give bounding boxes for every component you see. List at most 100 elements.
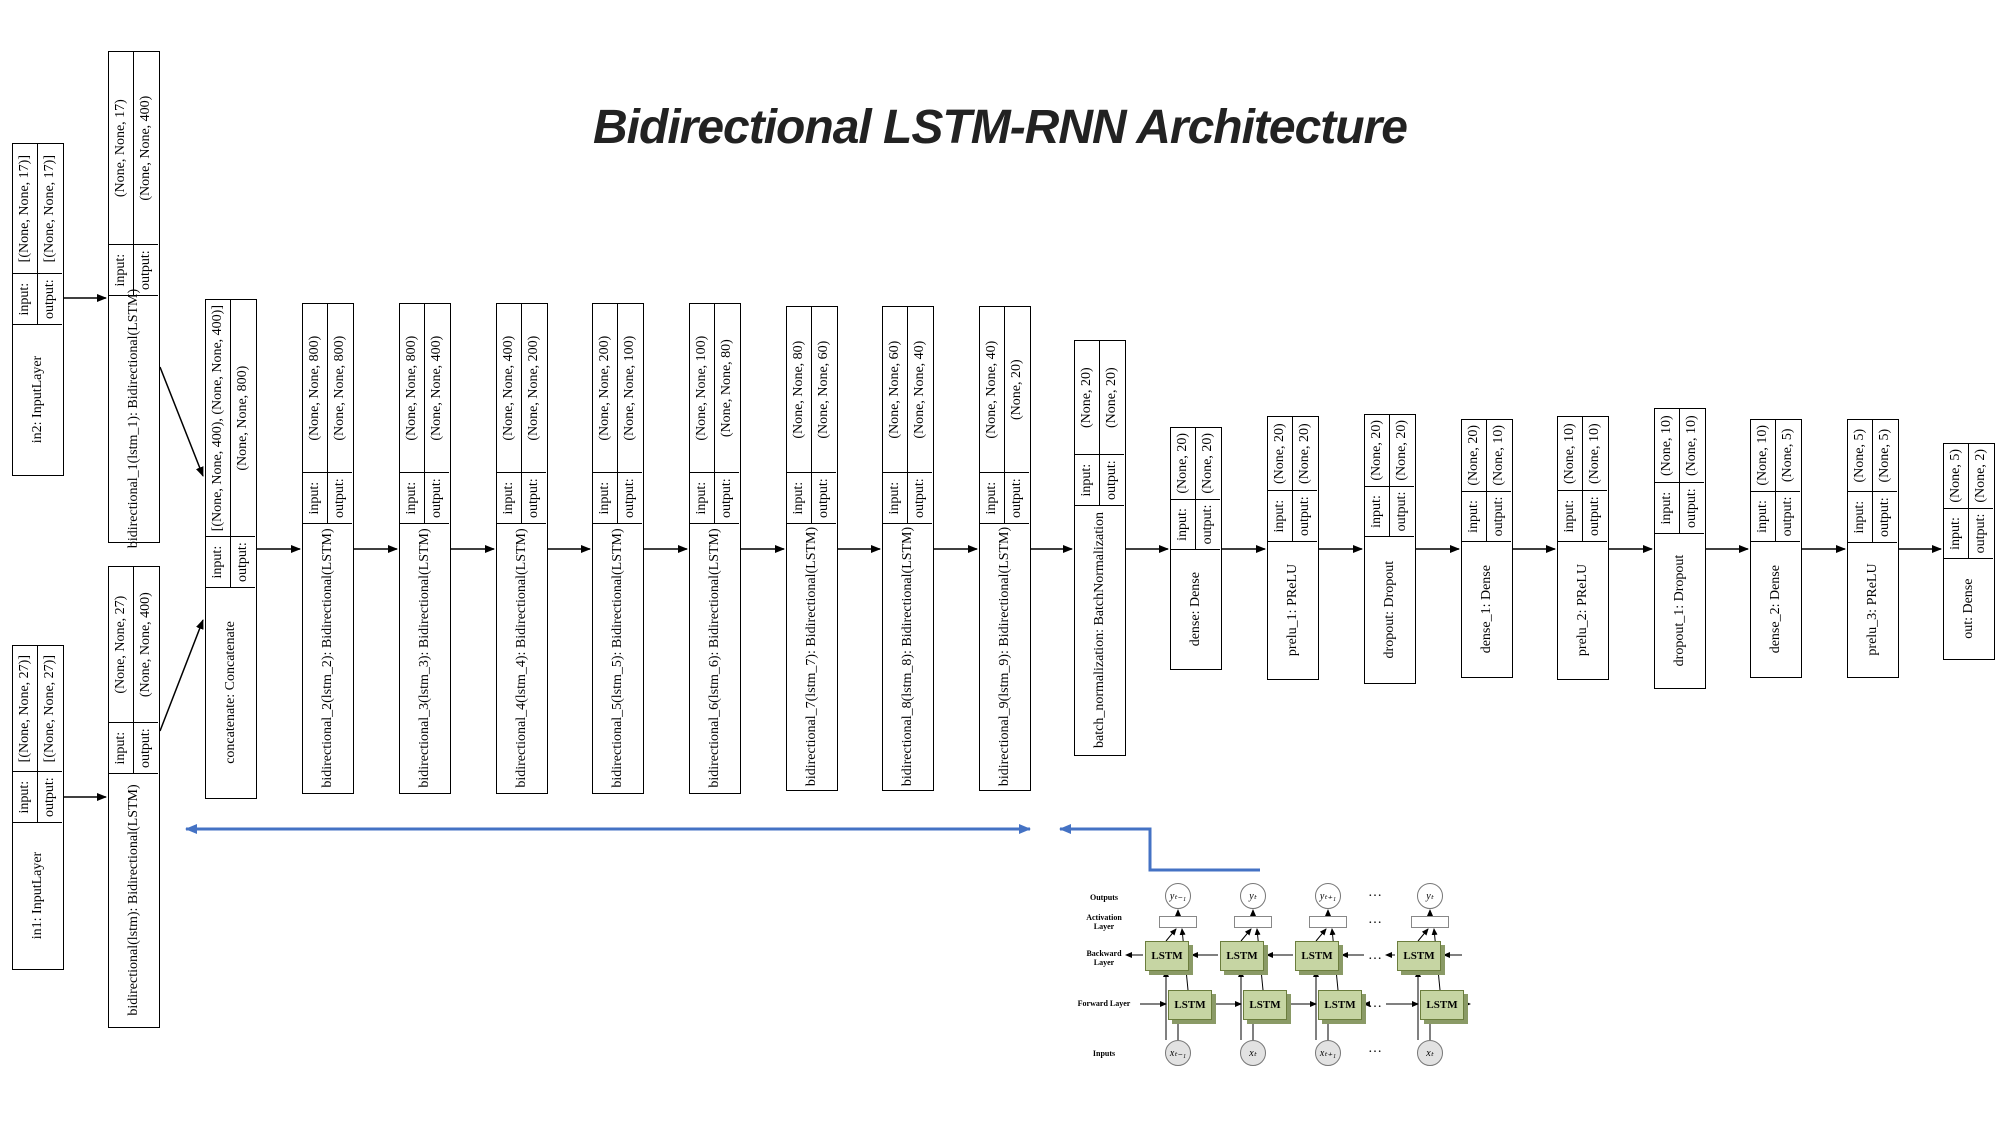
input-label: input: xyxy=(694,481,709,515)
layer-name: bidirectional_3(lstm_3): Bidirectional(L… xyxy=(416,528,432,788)
output-label: output: xyxy=(811,473,836,523)
input-shape: (None, 20) xyxy=(1079,367,1094,428)
row-label-inputs: Inputs xyxy=(1092,1049,1116,1058)
layer-name: prelu_2: PReLU xyxy=(1574,563,1590,657)
layer-node: bidirectional_3(lstm_3): Bidirectional(L… xyxy=(399,303,451,794)
ellipsis: … xyxy=(1368,885,1382,900)
output-shape: [(None, None, 27)] xyxy=(37,646,62,772)
layer-node: bidirectional_2(lstm_2): Bidirectional(L… xyxy=(302,303,354,794)
input-shape: (None, None, 100) xyxy=(694,335,709,441)
output-shape: (None, 5) xyxy=(1775,420,1800,491)
output-label: output: xyxy=(1195,499,1220,550)
input-shape: (None, 5) xyxy=(1852,428,1867,483)
output-label: output: xyxy=(37,772,62,822)
edge-arrow xyxy=(159,619,204,732)
output-label: output: xyxy=(424,473,449,523)
output-label: output: xyxy=(714,473,739,523)
input-shape: (None, 20) xyxy=(1272,423,1287,484)
input-label: input: xyxy=(404,481,419,515)
input-shape: (None, 20) xyxy=(1175,433,1190,494)
layer-name: dense_2: Dense xyxy=(1767,565,1783,654)
layer-node: batch_normalization: BatchNormalization i… xyxy=(1074,340,1126,756)
backward-to-activation xyxy=(1315,928,1327,942)
layer-name: in2: InputLayer xyxy=(29,355,45,444)
input-label: input: xyxy=(1562,499,1577,533)
layer-name: bidirectional_6(lstm_6): Bidirectional(L… xyxy=(706,528,722,788)
output-shape: (None, 20) xyxy=(1099,341,1124,455)
input-label: input: xyxy=(1079,463,1094,497)
layer-node: bidirectional_4(lstm_4): Bidirectional(L… xyxy=(496,303,548,794)
input-label: input: xyxy=(307,481,322,515)
output-shape: (None, None, 200) xyxy=(521,304,546,473)
backward-to-activation xyxy=(1165,928,1177,942)
layer-name: out: Dense xyxy=(1960,578,1976,639)
output-label: output: xyxy=(1099,455,1124,505)
output-shape: (None, 20) xyxy=(1389,415,1414,486)
output-shape: (None, 20) xyxy=(1004,307,1029,473)
input-label: input: xyxy=(210,545,225,579)
input-label: input: xyxy=(1948,517,1963,550)
layer-name: batch_normalization: BatchNormalization xyxy=(1091,512,1107,748)
output-shape: (None, 20) xyxy=(1195,428,1220,499)
forward-lstm-cell: LSTM xyxy=(1168,990,1212,1020)
input-node: xₜ xyxy=(1417,1040,1443,1066)
layer-node: bidirectional_7(lstm_7): Bidirectional(L… xyxy=(786,306,838,791)
row-label-forward: Forward Layer xyxy=(1077,999,1131,1008)
layer-name: bidirectional_5(lstm_5): Bidirectional(L… xyxy=(609,528,625,788)
layer-name: bidirectional_8(lstm_8): Bidirectional(L… xyxy=(899,526,915,787)
output-shape: (None, None, 800) xyxy=(327,304,352,473)
output-label: output: xyxy=(1582,491,1607,541)
activation-box xyxy=(1159,916,1197,928)
input-node: xₜ₊₁ xyxy=(1315,1040,1341,1066)
output-label: output: xyxy=(521,473,546,523)
output-node: yₜ xyxy=(1240,883,1266,909)
output-node: yₜ₋₁ xyxy=(1165,883,1191,909)
input-label: input: xyxy=(1369,495,1384,528)
layer-name: prelu_3: PReLU xyxy=(1864,563,1880,656)
input-shape: (None, None, 27) xyxy=(113,595,128,694)
layer-node: bidirectional(lstm): Bidirectional(LSTM)… xyxy=(108,566,160,1028)
output-label: output: xyxy=(1968,508,1993,559)
output-shape: (None, 10) xyxy=(1582,417,1607,491)
output-label: output: xyxy=(1775,491,1800,542)
inset-pointer-arrow xyxy=(1059,824,1260,872)
input-label: input: xyxy=(17,780,32,814)
input-shape: (None, None, 80) xyxy=(791,340,806,439)
input-label: input: xyxy=(1175,508,1190,541)
output-shape: (None, None, 800) xyxy=(230,300,255,537)
layer-name: dropout_1: Dropout xyxy=(1671,554,1687,667)
input-shape: (None, 20) xyxy=(1466,425,1481,486)
input-label: input: xyxy=(984,481,999,515)
input-shape: (None, 5) xyxy=(1948,449,1963,503)
input-shape: [(None, None, 27)] xyxy=(17,655,32,763)
input-label: input: xyxy=(17,282,32,316)
layer-name: prelu_1: PReLU xyxy=(1284,563,1300,657)
input-label: input: xyxy=(597,481,612,515)
input-shape: (None, 20) xyxy=(1369,420,1384,481)
forward-lstm-cell: LSTM xyxy=(1243,990,1287,1020)
ellipsis: … xyxy=(1368,996,1382,1011)
input-node: xₜ xyxy=(1240,1040,1266,1066)
output-label: output: xyxy=(1004,473,1029,523)
layer-name: dense_1: Dense xyxy=(1478,565,1494,654)
output-node: yₜ₊₁ xyxy=(1315,883,1341,909)
output-shape: (None, None, 400) xyxy=(133,567,158,723)
activation-box xyxy=(1234,916,1272,928)
activation-box xyxy=(1411,916,1449,928)
output-shape: (None, 20) xyxy=(1292,417,1317,491)
forward-lstm-cell: LSTM xyxy=(1318,990,1362,1020)
layer-name: bidirectional_9(lstm_9): Bidirectional(L… xyxy=(996,526,1012,787)
row-label-backward: Backward Layer xyxy=(1086,949,1122,967)
backward-to-activation xyxy=(1417,928,1429,942)
input-label: input: xyxy=(1659,491,1674,525)
input-shape: (None, None, 200) xyxy=(597,335,612,441)
input-shape: [(None, None, 400), (None, None, 400)] xyxy=(210,305,225,532)
